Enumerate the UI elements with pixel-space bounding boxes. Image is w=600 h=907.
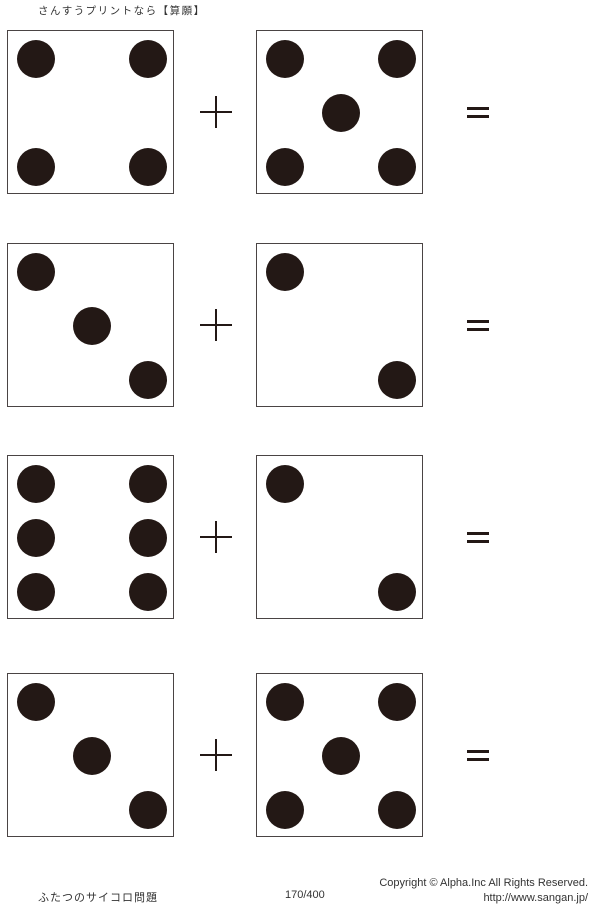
pip-dot <box>266 40 304 78</box>
site-url: http://www.sangan.jp/ <box>483 892 588 904</box>
pip-dot <box>17 465 55 503</box>
copyright-text: Copyright © Alpha.Inc All Rights Reserve… <box>379 877 588 889</box>
pip-dot <box>17 519 55 557</box>
pip-dot <box>322 737 360 775</box>
pip-dot <box>17 148 55 186</box>
problem-row-4 <box>0 673 600 837</box>
pip-dot <box>129 361 167 399</box>
pip-dot <box>129 148 167 186</box>
equals-sign <box>467 320 489 331</box>
pip-dot <box>378 361 416 399</box>
die-left <box>7 243 174 407</box>
plus-sign <box>200 309 232 341</box>
pip-dot <box>378 573 416 611</box>
site-header: さんすうプリントなら【算願】 <box>38 5 206 17</box>
pip-dot <box>17 683 55 721</box>
pip-dot <box>17 573 55 611</box>
pip-dot <box>266 791 304 829</box>
problem-row-2 <box>0 243 600 407</box>
pip-dot <box>266 465 304 503</box>
die-right <box>256 673 423 837</box>
plus-sign <box>200 521 232 553</box>
problem-row-1 <box>0 30 600 194</box>
pip-dot <box>73 737 111 775</box>
pip-dot <box>322 94 360 132</box>
pip-dot <box>129 791 167 829</box>
pip-dot <box>73 307 111 345</box>
pip-dot <box>378 40 416 78</box>
pip-dot <box>17 40 55 78</box>
pip-dot <box>378 683 416 721</box>
die-left <box>7 455 174 619</box>
footer-credits: Copyright © Alpha.Inc All Rights Reserve… <box>379 876 588 906</box>
page-number: 170/400 <box>285 889 325 901</box>
pip-dot <box>129 40 167 78</box>
pip-dot <box>129 573 167 611</box>
die-right <box>256 30 423 194</box>
pip-dot <box>129 465 167 503</box>
die-right <box>256 455 423 619</box>
equals-sign <box>467 750 489 761</box>
pip-dot <box>378 148 416 186</box>
die-left <box>7 30 174 194</box>
plus-sign <box>200 739 232 771</box>
pip-dot <box>266 253 304 291</box>
pip-dot <box>17 253 55 291</box>
equals-sign <box>467 532 489 543</box>
pip-dot <box>378 791 416 829</box>
plus-sign <box>200 96 232 128</box>
pip-dot <box>129 519 167 557</box>
pip-dot <box>266 148 304 186</box>
die-right <box>256 243 423 407</box>
problem-row-3 <box>0 455 600 619</box>
die-left <box>7 673 174 837</box>
equals-sign <box>467 107 489 118</box>
pip-dot <box>266 683 304 721</box>
worksheet-title: ふたつのサイコロ問題 <box>38 891 158 904</box>
